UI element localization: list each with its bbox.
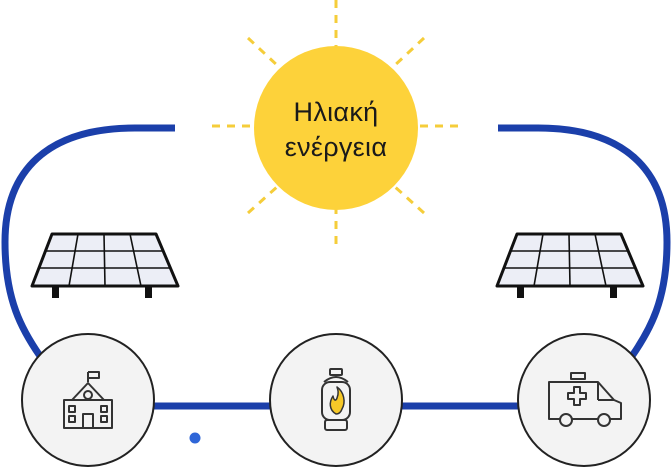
school-node xyxy=(21,333,155,467)
sun xyxy=(254,46,418,210)
indicator-dot xyxy=(189,432,201,444)
flame-icon xyxy=(329,386,345,415)
solar-panel-icon xyxy=(30,232,180,298)
ambulance-node xyxy=(517,333,651,467)
right-arc xyxy=(498,124,671,358)
solar-panel-icon xyxy=(495,232,645,298)
lantern-icon xyxy=(321,368,351,431)
sun-label-line1: Ηλιακή xyxy=(293,97,379,127)
sun-label-line2: ενέργεια xyxy=(284,132,388,162)
energy-loop xyxy=(1,124,671,410)
school-icon xyxy=(63,371,113,429)
sun-rays xyxy=(212,0,462,250)
sun-label: Ηλιακή ενέργεια xyxy=(255,82,417,178)
left-arc xyxy=(1,124,175,358)
lantern-node xyxy=(269,333,403,467)
ambulance-icon xyxy=(548,372,622,427)
